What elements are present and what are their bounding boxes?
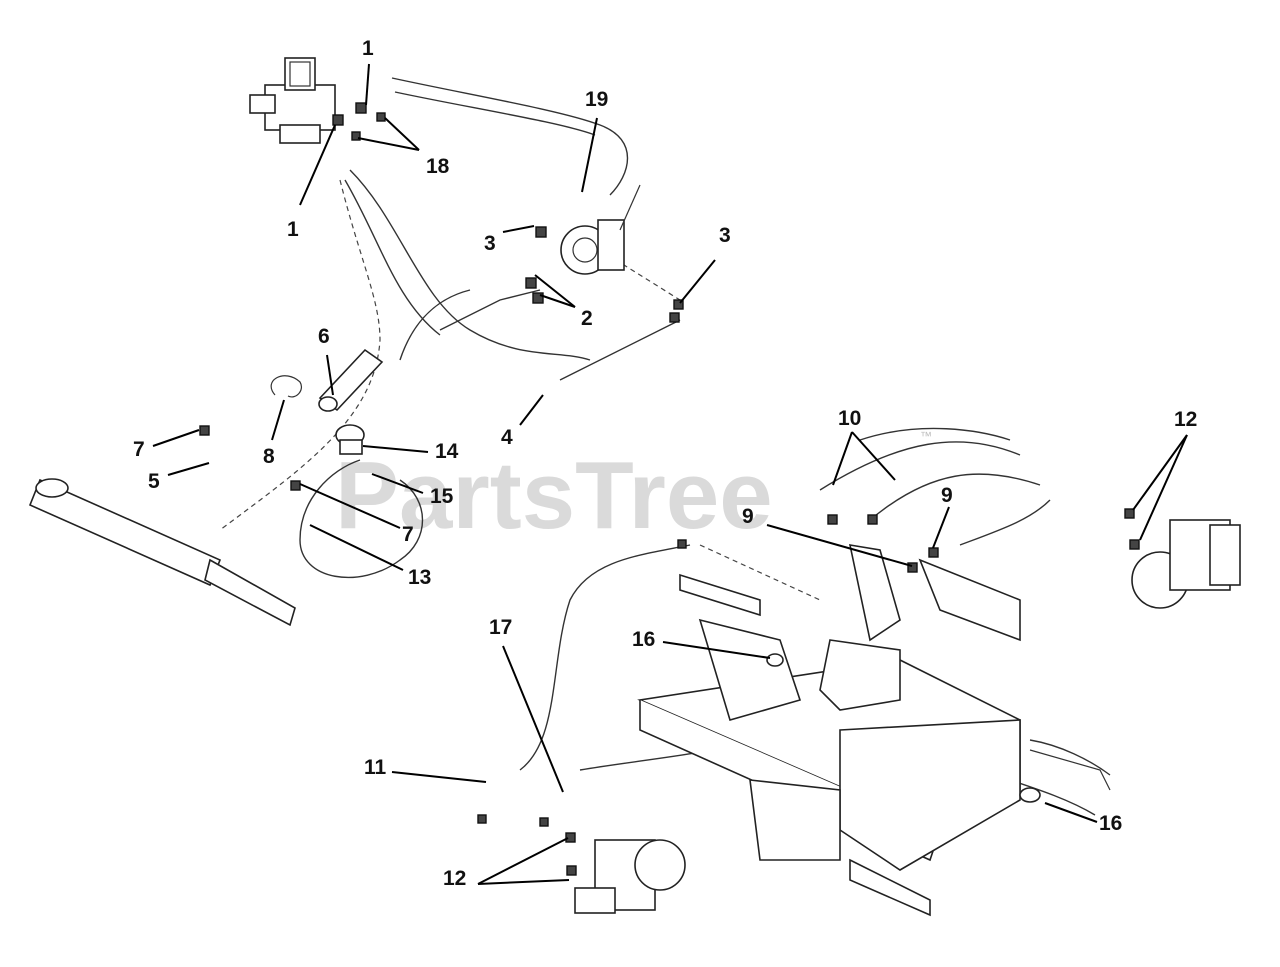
callout-3-right: 3 xyxy=(719,224,731,247)
callout-9-right: 9 xyxy=(941,484,953,507)
callout-10: 10 xyxy=(838,407,861,430)
callout-16-bottom: 16 xyxy=(1099,812,1122,835)
hydraulic-pump xyxy=(560,184,641,275)
control-valve xyxy=(249,57,336,144)
callout-16-top: 16 xyxy=(632,628,655,651)
callout-2: 2 xyxy=(581,307,593,330)
callout-5: 5 xyxy=(148,470,160,493)
callout-8: 8 xyxy=(263,445,275,468)
callout-7-left: 7 xyxy=(133,438,145,461)
callout-12-right: 12 xyxy=(1174,408,1197,431)
callout-1-bottom: 1 xyxy=(287,218,299,241)
callout-17: 17 xyxy=(489,616,512,639)
callout-19: 19 xyxy=(585,88,608,111)
callout-18: 18 xyxy=(426,155,450,178)
wheel-motor-left xyxy=(574,839,686,914)
callout-1-top: 1 xyxy=(362,37,374,60)
steering-cylinder xyxy=(28,478,296,627)
hose-sleeve xyxy=(318,348,384,412)
callout-7-right: 7 xyxy=(402,523,414,546)
watermark-trademark: ™ xyxy=(920,429,932,443)
callout-14: 14 xyxy=(435,440,459,463)
callout-12-left: 12 xyxy=(443,867,466,890)
callout-3-left: 3 xyxy=(484,232,496,255)
fittings xyxy=(199,102,1140,876)
wheel-motor-right xyxy=(1131,519,1241,609)
callout-6: 6 xyxy=(318,325,330,348)
tractor-frame xyxy=(637,544,1111,917)
callout-4: 4 xyxy=(501,426,513,449)
watermark: PartsTree xyxy=(335,442,773,549)
callout-13: 13 xyxy=(408,566,431,589)
callout-11: 11 xyxy=(364,756,387,779)
hose-clip xyxy=(335,424,365,455)
callout-9-left: 9 xyxy=(742,505,754,528)
callout-labels: 1 1 18 19 3 3 2 6 8 7 5 14 15 4 7 13 10 … xyxy=(133,37,1197,890)
hose-clamp xyxy=(270,375,302,398)
hoses xyxy=(219,77,1111,816)
callout-15: 15 xyxy=(430,485,454,508)
leader-lines xyxy=(152,63,1188,885)
